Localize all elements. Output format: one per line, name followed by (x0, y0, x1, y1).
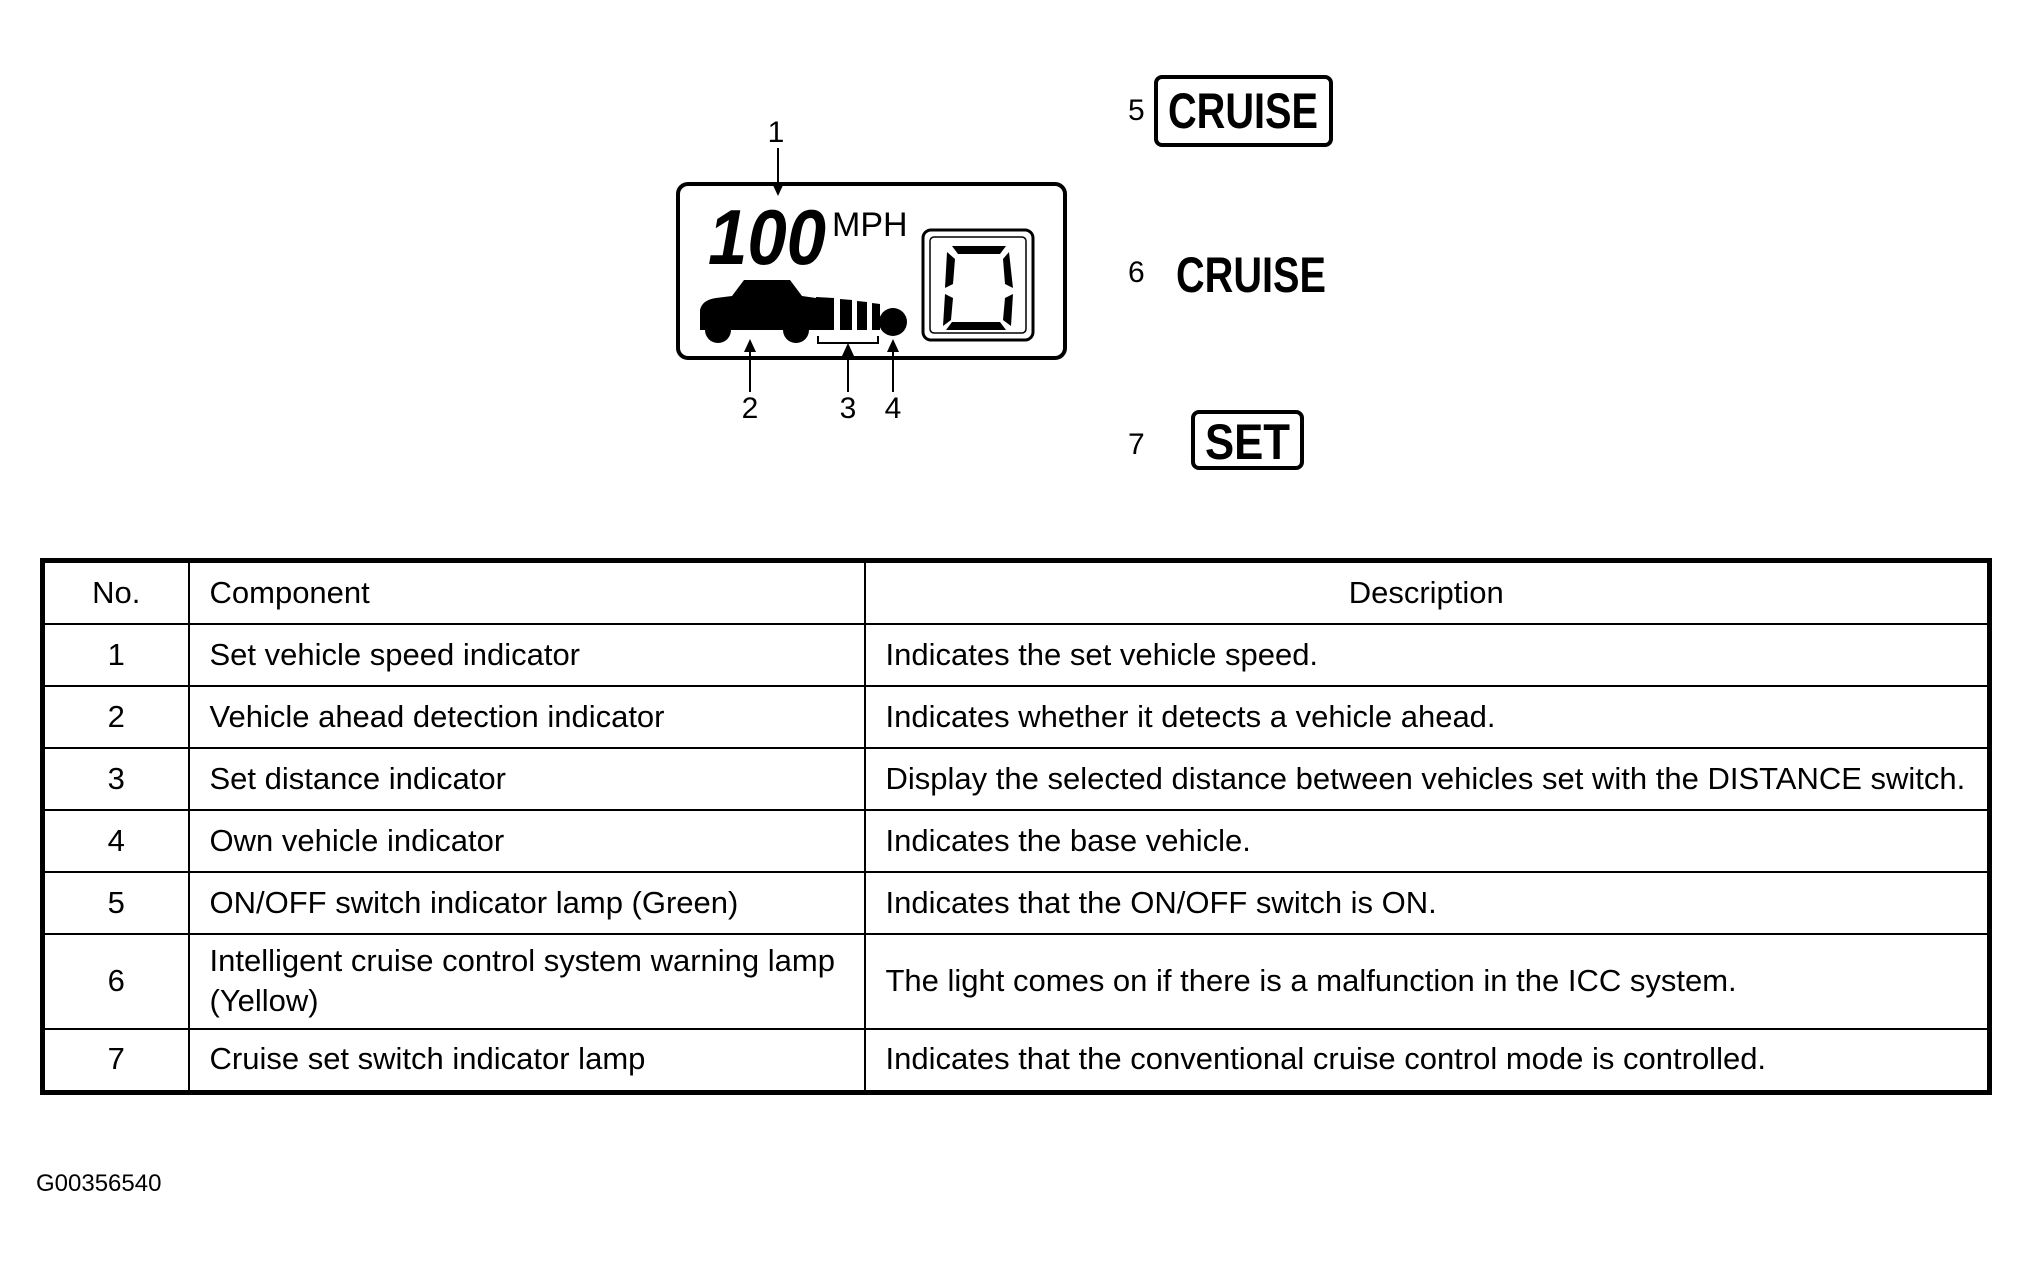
callout-3-bracket (817, 336, 879, 344)
table-row: 2 Vehicle ahead detection indicator Indi… (41, 685, 1991, 749)
speed-unit-label: MPH (832, 206, 908, 244)
lamp-5-label: CRUISE (1168, 83, 1318, 139)
row-description: Indicates the set vehicle speed. (863, 623, 1991, 687)
row-number: 5 (41, 871, 190, 935)
row-component: ON/OFF switch indicator lamp (Green) (187, 871, 866, 935)
set-speed-readout: 100 (708, 193, 826, 281)
row-component: Cruise set switch indicator lamp (187, 1027, 866, 1094)
callout-1-label: 1 (768, 116, 785, 149)
row-number: 4 (41, 809, 190, 873)
gear-digit-segments (943, 246, 1013, 330)
figure-id: G00356540 (36, 1170, 162, 1197)
lamp-5-frame (1154, 75, 1333, 147)
header-no: No. (41, 559, 190, 625)
table-row: 5 ON/OFF switch indicator lamp (Green) I… (41, 871, 1991, 935)
table-header-row: No. Component Description (41, 559, 1991, 625)
row-description: Indicates that the ON/OFF switch is ON. (863, 871, 1991, 935)
row-number: 2 (41, 685, 190, 749)
row-component: Intelligent cruise control system warnin… (187, 933, 866, 1030)
header-component: Component (187, 559, 866, 625)
lamp-6-label: CRUISE (1176, 247, 1326, 303)
lamp-6-number: 6 (1128, 256, 1145, 289)
callout-4-label: 4 (885, 392, 902, 425)
row-number: 1 (41, 623, 190, 687)
table-row: 4 Own vehicle indicator Indicates the ba… (41, 809, 1991, 873)
row-number: 7 (41, 1027, 190, 1094)
lamp-7-label: SET (1205, 414, 1290, 470)
row-component: Own vehicle indicator (187, 809, 866, 873)
callout-4-arrowhead (887, 339, 899, 352)
lamp-7-frame (1191, 410, 1304, 470)
row-description: Indicates the base vehicle. (863, 809, 1991, 873)
row-component: Set vehicle speed indicator (187, 623, 866, 687)
row-description: The light comes on if there is a malfunc… (863, 933, 1991, 1030)
vehicle-ahead-icon (700, 280, 816, 343)
callout-3-arrowhead (842, 343, 854, 356)
table-row: 1 Set vehicle speed indicator Indicates … (41, 623, 1991, 687)
own-vehicle-icon (879, 308, 907, 336)
distance-bars-icon (816, 297, 880, 330)
digit-window (921, 228, 1035, 342)
digit-window-inner (929, 236, 1027, 334)
callout-3-label: 3 (840, 392, 857, 425)
row-description: Indicates whether it detects a vehicle a… (863, 685, 1991, 749)
table-row: 7 Cruise set switch indicator lamp Indic… (41, 1027, 1991, 1094)
row-component: Vehicle ahead detection indicator (187, 685, 866, 749)
callout-1-arrowhead (772, 183, 784, 196)
gear-digit: 0 (0, 0, 1, 1)
display-frame (676, 182, 1067, 360)
display-diagram: 1 100 MPH 0 2 3 4 5 CRUISE (0, 0, 1333, 470)
header-description: Description (863, 559, 1991, 625)
callout-2-label: 2 (742, 392, 759, 425)
row-number: 6 (41, 933, 190, 1030)
row-description: Display the selected distance between ve… (863, 747, 1991, 811)
row-description: Indicates that the conventional cruise c… (863, 1027, 1991, 1094)
table-row: 6 Intelligent cruise control system warn… (41, 933, 1991, 1030)
table-row: 3 Set distance indicator Display the sel… (41, 747, 1991, 811)
row-component: Set distance indicator (187, 747, 866, 811)
row-number: 3 (41, 747, 190, 811)
component-table: No. Component Description 1 Set vehicle … (40, 558, 1992, 1095)
callout-2-arrowhead (744, 339, 756, 352)
lamp-7-number: 7 (1128, 428, 1145, 461)
lamp-5-number: 5 (1128, 94, 1145, 127)
